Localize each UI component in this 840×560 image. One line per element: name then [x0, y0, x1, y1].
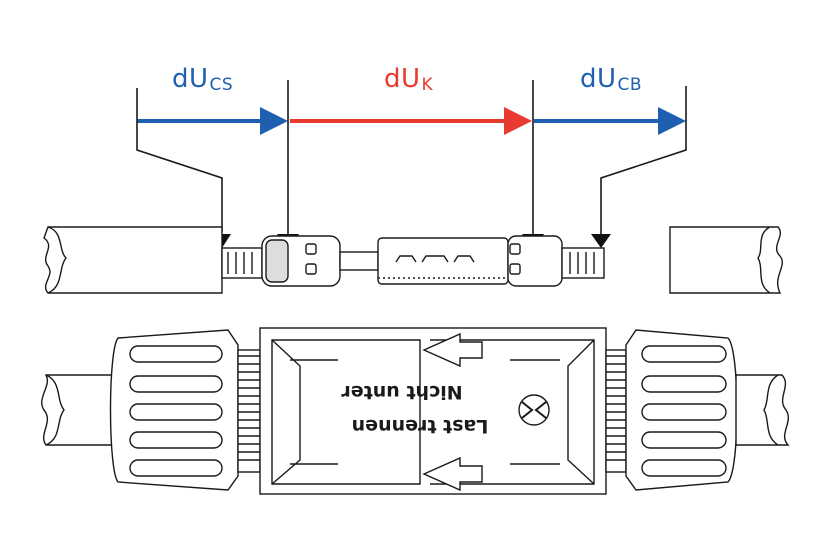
thread-right	[605, 349, 627, 473]
arrow-right-icon	[260, 107, 288, 135]
label-du-cb-main: dU	[580, 64, 617, 94]
label-du-k: dUK	[384, 64, 433, 95]
label-du-k-sub: K	[421, 75, 434, 95]
marking-line1: Nicht unter	[341, 381, 463, 403]
label-du-cs: dUCS	[172, 64, 233, 95]
label-du-cb: dUCB	[580, 64, 642, 95]
latch-right	[422, 456, 483, 492]
cable-break-icon	[47, 226, 67, 294]
contact-left-pin	[339, 251, 379, 271]
cable-break-icon	[757, 226, 771, 294]
label-du-cb-sub: CB	[617, 75, 643, 95]
cable-bottom-right	[735, 374, 790, 446]
arrow-right-icon	[504, 107, 532, 135]
crimp-right	[561, 247, 605, 279]
cable-left	[43, 226, 223, 294]
label-du-k-main: dU	[384, 64, 421, 94]
measurement-arrows	[137, 107, 686, 135]
cable-break-icon	[763, 374, 779, 446]
latch-left	[422, 332, 483, 368]
measurement-leaders	[136, 80, 687, 234]
housing-frame-right	[430, 339, 595, 485]
leader-left-outer	[136, 88, 223, 232]
measurement-point-icon	[591, 234, 611, 248]
leader-right-outer	[600, 86, 687, 234]
housing-frame-left	[271, 339, 421, 485]
housing-marking: Nicht unter Last trennen	[341, 381, 489, 437]
cable-break-icon	[45, 374, 65, 446]
grip-ribs-right	[641, 345, 727, 477]
cable-right	[669, 226, 783, 294]
label-du-cs-main: dU	[172, 64, 209, 94]
connector-assembly: Nicht unter Last trennen	[41, 327, 790, 495]
do-not-disconnect-symbol	[518, 394, 550, 426]
cable-bottom-left	[41, 374, 119, 446]
marking-line2: Last trennen	[352, 415, 489, 437]
arrow-right-icon	[658, 107, 686, 135]
thread-left	[237, 349, 261, 473]
label-du-cs-sub: CS	[209, 75, 234, 95]
grip-ribs-left	[129, 345, 223, 477]
contact-side-view	[43, 226, 783, 294]
